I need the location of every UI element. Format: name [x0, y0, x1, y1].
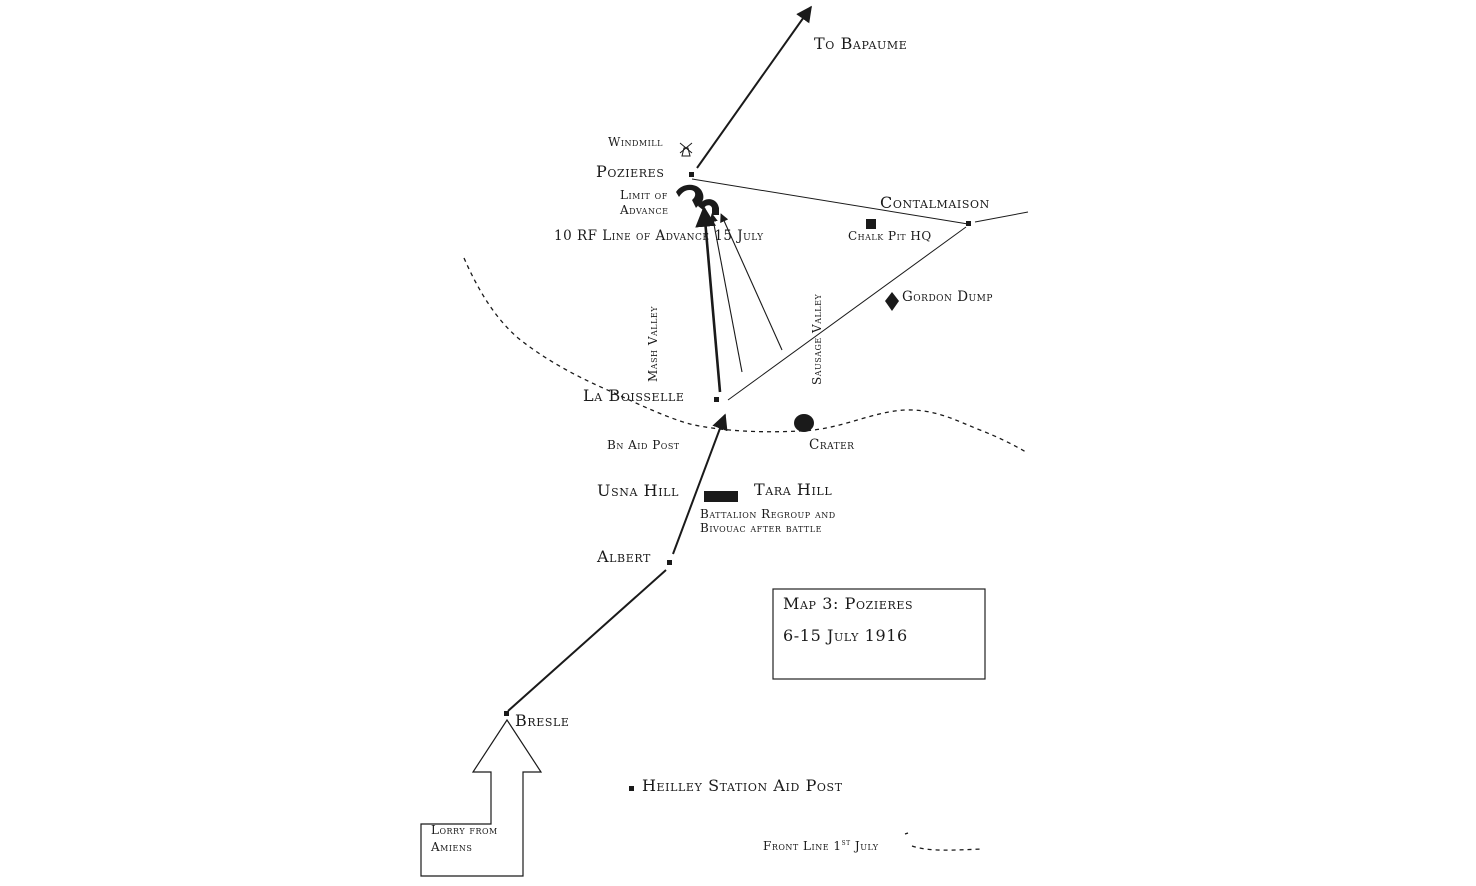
label-lorry-line2: Amiens	[430, 840, 472, 854]
route-la-boisselle-pozieres	[695, 205, 722, 393]
label-pozieres: Pozieres	[596, 162, 664, 181]
label-line-of-advance: 10 RF Line of Advance 15 July	[554, 228, 764, 244]
route-pozieres-bapaume	[696, 5, 812, 169]
road-pozieres-contalmaison	[691, 178, 969, 225]
route-albert-la-boisselle	[672, 413, 728, 555]
la-boisselle-marker	[714, 397, 719, 402]
lorry-block-arrow	[420, 718, 543, 877]
label-regroup-line2: Bivouac after battle	[700, 521, 822, 535]
label-gordon-dump: Gordon Dump	[902, 289, 993, 305]
label-chalk-pit-hq: Chalk Pit HQ	[848, 229, 932, 243]
bresle-marker	[504, 711, 509, 716]
label-la-boisselle: La Boisselle	[583, 386, 685, 405]
front-line-dashed	[463, 257, 1027, 453]
label-lorry-line1: Lorry from	[431, 823, 498, 837]
route-bresle-albert	[507, 569, 667, 712]
label-crater: Crater	[809, 437, 854, 453]
label-windmill: Windmill	[608, 135, 663, 149]
crater-icon	[794, 414, 814, 432]
road-contalmaison-la-boisselle	[727, 226, 967, 401]
windmill-icon	[679, 142, 693, 157]
pozieres-marker	[689, 172, 694, 177]
road-contalmaison-east	[974, 211, 1029, 223]
label-usna-hill: Usna Hill	[597, 481, 679, 500]
legend-front-line-prefix: Front Line 1	[763, 839, 841, 853]
label-bn-aid-post: Bn Aid Post	[607, 438, 680, 452]
limit-hook-1	[676, 184, 704, 208]
map-title-box	[772, 588, 986, 680]
advance-arrow-1	[709, 213, 743, 373]
chalk-pit-hq-marker	[866, 219, 876, 229]
label-contalmaison: Contalmaison	[880, 193, 990, 212]
tara-hill-marker	[704, 491, 738, 502]
label-sausage-valley: Sausage Valley	[810, 294, 824, 385]
label-mash-valley: Mash Valley	[646, 306, 660, 382]
label-bresle: Bresle	[515, 711, 570, 730]
contalmaison-marker	[966, 221, 971, 226]
heilley-marker	[629, 786, 634, 791]
legend-front-line: Front Line 1st July	[763, 838, 879, 853]
label-heilley: Heilley Station Aid Post	[642, 776, 843, 795]
label-albert: Albert	[596, 547, 651, 566]
advance-arrow-2	[720, 213, 783, 351]
legend-front-line-sample	[904, 832, 983, 851]
gordon-dump-diamond-icon	[885, 292, 899, 311]
legend-front-line-suffix: July	[851, 839, 879, 853]
limit-hook-2	[698, 199, 719, 215]
legend-front-line-sup: st	[841, 838, 850, 847]
map-dates: 6-15 July 1916	[783, 626, 908, 645]
label-tara-hill: Tara Hill	[754, 480, 832, 499]
label-limit-of: Limit of	[620, 188, 668, 202]
label-regroup-line1: Battalion Regroup and	[700, 507, 836, 521]
map-title: Map 3: Pozieres	[783, 594, 913, 613]
albert-marker	[667, 560, 672, 565]
label-to-bapaume: To Bapaume	[814, 34, 907, 53]
label-advance: Advance	[619, 203, 668, 217]
